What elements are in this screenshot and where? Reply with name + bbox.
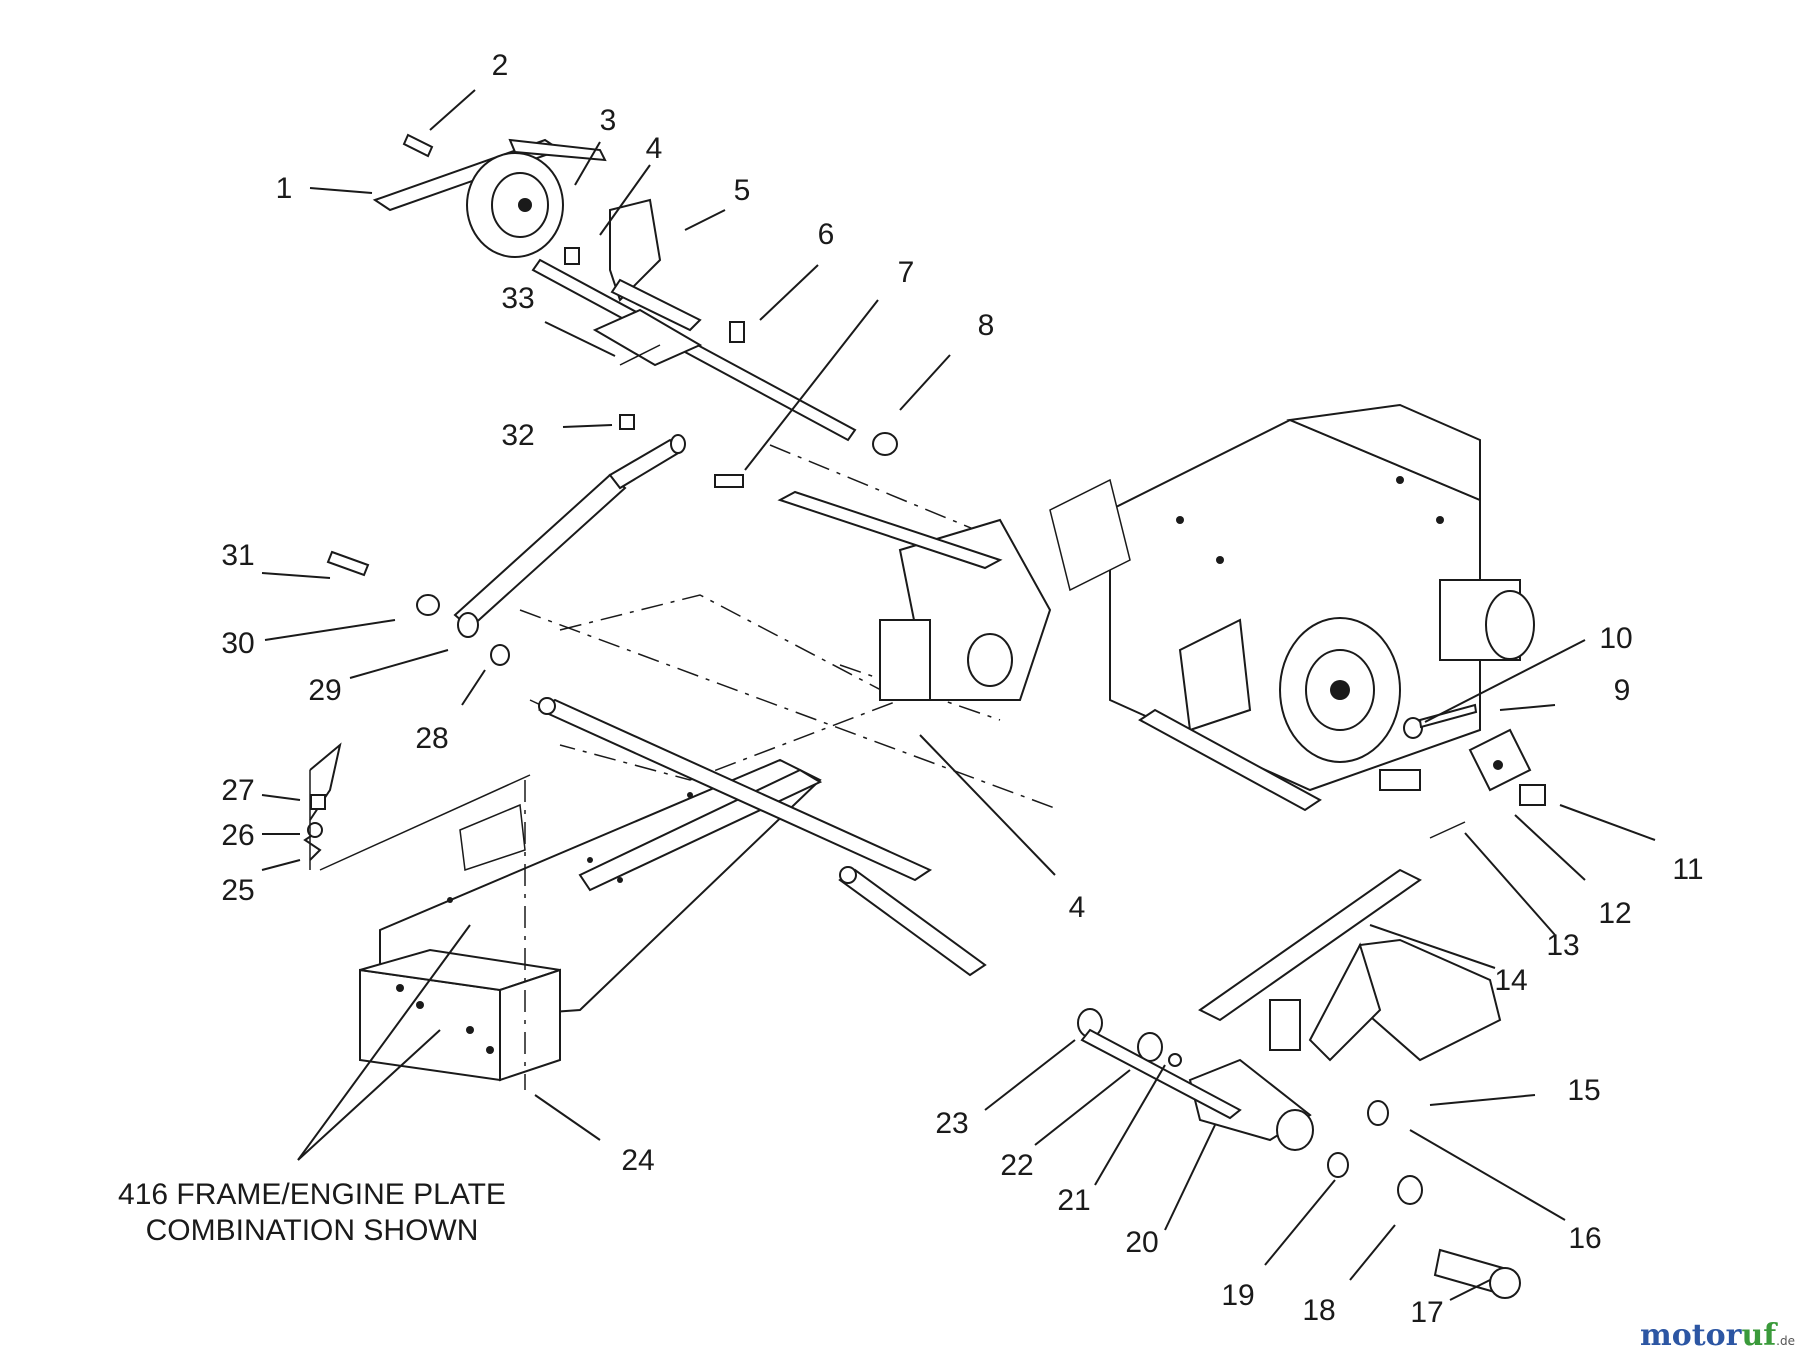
callout-4: 4 bbox=[646, 132, 663, 165]
callout-18: 18 bbox=[1302, 1294, 1335, 1327]
callout-22: 22 bbox=[1000, 1149, 1033, 1182]
transmission-block bbox=[879, 403, 1535, 792]
callout-2: 2 bbox=[492, 49, 509, 82]
callout-17: 17 bbox=[1410, 1296, 1443, 1329]
shafts bbox=[537, 490, 1322, 977]
watermark-suffix: .de bbox=[1776, 1334, 1795, 1348]
callout-12: 12 bbox=[1598, 897, 1631, 930]
callout-30: 30 bbox=[221, 627, 254, 660]
callout-20: 20 bbox=[1125, 1226, 1158, 1259]
callout-33: 33 bbox=[501, 282, 534, 315]
watermark-part1: motor bbox=[1640, 1318, 1743, 1353]
watermark-logo: motoruf.de bbox=[1640, 1318, 1795, 1353]
callout-31: 31 bbox=[221, 539, 254, 572]
svg-text:motoruf.de: motoruf.de bbox=[1640, 1318, 1795, 1353]
callout-3: 3 bbox=[600, 104, 617, 137]
callout-15: 15 bbox=[1567, 1074, 1600, 1107]
callout-21: 21 bbox=[1057, 1184, 1090, 1217]
callout-4-lower: 4 bbox=[1069, 891, 1086, 924]
callout-6: 6 bbox=[818, 218, 835, 251]
pulley-assembly bbox=[372, 133, 857, 442]
callout-1: 1 bbox=[276, 172, 293, 205]
callout-8: 8 bbox=[978, 309, 995, 342]
caption-line-2: COMBINATION SHOWN bbox=[146, 1214, 479, 1247]
callout-25: 25 bbox=[221, 874, 254, 907]
callout-24: 24 bbox=[621, 1144, 654, 1177]
callout-16: 16 bbox=[1568, 1222, 1601, 1255]
leader-lines bbox=[261, 89, 1656, 1301]
linkage-clip bbox=[303, 742, 342, 870]
callout-13: 13 bbox=[1546, 929, 1579, 962]
callout-11: 11 bbox=[1672, 853, 1703, 886]
callout-32: 32 bbox=[501, 419, 534, 452]
callout-7: 7 bbox=[898, 256, 915, 289]
watermark-part2: uf bbox=[1741, 1318, 1778, 1353]
callout-19: 19 bbox=[1221, 1279, 1254, 1312]
callout-26: 26 bbox=[221, 819, 254, 852]
callout-28: 28 bbox=[415, 722, 448, 755]
callout-labels: 1 2 3 4 5 6 7 8 9 10 11 12 13 14 15 16 1… bbox=[221, 49, 1703, 1329]
caption: 416 FRAME/ENGINE PLATE COMBINATION SHOWN bbox=[118, 1178, 506, 1247]
callout-27: 27 bbox=[221, 774, 254, 807]
lever-arm bbox=[1379, 703, 1546, 839]
callout-10: 10 bbox=[1599, 622, 1632, 655]
callout-29: 29 bbox=[308, 674, 341, 707]
frame-engine-plate bbox=[359, 758, 823, 1082]
pedal-assembly bbox=[1077, 868, 1521, 1299]
callout-9: 9 bbox=[1614, 674, 1631, 707]
caption-line-1: 416 FRAME/ENGINE PLATE bbox=[118, 1178, 506, 1211]
callout-5: 5 bbox=[734, 174, 751, 207]
callout-14: 14 bbox=[1494, 964, 1527, 997]
damper-assembly bbox=[326, 414, 898, 666]
callout-23: 23 bbox=[935, 1107, 968, 1140]
